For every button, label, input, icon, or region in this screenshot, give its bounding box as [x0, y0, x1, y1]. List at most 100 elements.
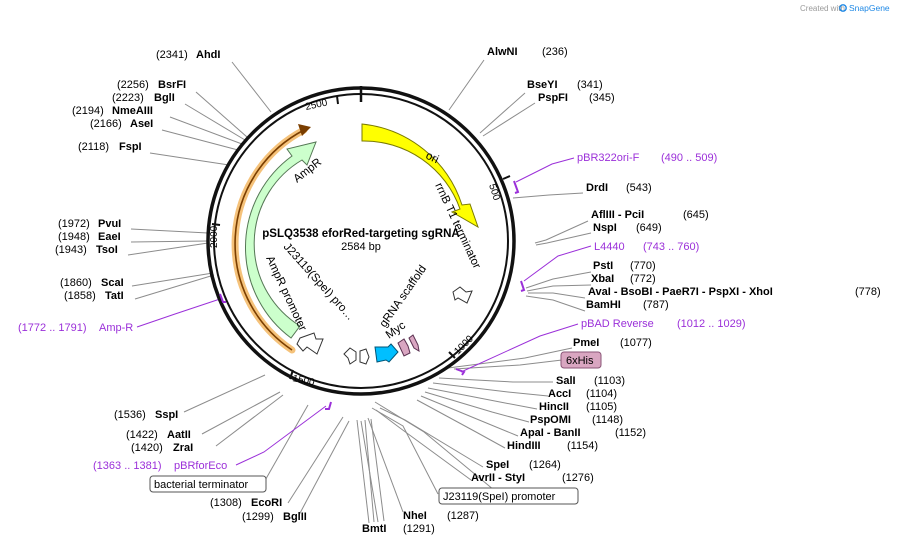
primer-name-l4440[interactable]: L4440: [594, 241, 625, 253]
ampr-outer-arrowhead: [298, 124, 311, 136]
site-position: (2341): [156, 49, 188, 61]
ampr-outer-arrow: [234, 129, 305, 351]
site-position: (1420): [131, 442, 163, 454]
site-name-nhei[interactable]: NheI: [403, 510, 427, 522]
site-name-bamhi[interactable]: BamHI: [586, 299, 621, 311]
tick-label-2500: 2500: [304, 97, 328, 112]
site-position: (1103): [594, 375, 625, 387]
site-name-bseyi[interactable]: BseYI: [527, 79, 558, 91]
primer-name-amp-r[interactable]: Amp-R: [99, 322, 133, 334]
plasmid-length: 2584 bp: [341, 241, 381, 253]
site-position: (1105): [586, 401, 617, 413]
site-position: (1948): [58, 231, 90, 243]
his-tag-arrow-a[interactable]: [397, 338, 411, 357]
site-position: (645): [683, 209, 709, 221]
site-name-ecori[interactable]: EcoRI: [251, 497, 282, 509]
site-position: (2166): [90, 118, 122, 130]
boxed-feature-labels: 6xHis bacterial terminator J23119(SpeI) …: [149, 351, 602, 505]
site-name-spei[interactable]: SpeI: [486, 459, 509, 471]
site-name-avai-group[interactable]: AvaI - BsoBI - PaeR7I - PspXI - XhoI: [588, 286, 773, 298]
ori-label: ori: [424, 150, 441, 166]
site-position: (1104): [586, 388, 617, 400]
site-name-sali[interactable]: SalI: [556, 375, 576, 387]
site-position: (1287): [447, 510, 479, 522]
sixhis-label[interactable]: 6xHis: [566, 355, 594, 367]
site-position: (2223): [112, 92, 144, 104]
site-position: (649): [636, 222, 662, 234]
site-name-aatii[interactable]: AatII: [167, 429, 191, 441]
primer-name-pbr322ori-f[interactable]: pBR322ori-F: [577, 152, 640, 164]
site-name-pspomi[interactable]: PspOMI: [530, 414, 571, 426]
site-name-scai[interactable]: ScaI: [101, 277, 124, 289]
site-name-acci[interactable]: AccI: [548, 388, 571, 400]
site-name-nspi[interactable]: NspI: [593, 222, 617, 234]
primer-name-pbad-reverse[interactable]: pBAD Reverse: [581, 318, 654, 330]
rrnb-terminator-arrow[interactable]: [452, 286, 473, 304]
site-position: (2256): [117, 79, 149, 91]
site-name-psti[interactable]: PstI: [593, 260, 613, 272]
site-name-zrai[interactable]: ZraI: [173, 442, 193, 454]
primer-leader-lines: [136, 157, 592, 466]
primer-binding-marks: [219, 180, 526, 410]
site-position: (1299): [242, 511, 274, 523]
site-position: (787): [643, 299, 669, 311]
site-name-tsoi[interactable]: TsoI: [96, 244, 118, 256]
site-leader-lines: [127, 59, 592, 524]
ori-feature-arrow[interactable]: [361, 123, 479, 229]
site-name-bsrfi[interactable]: BsrFI: [158, 79, 186, 91]
primer-range: (1012 .. 1029): [677, 318, 746, 330]
ampr-feature-arrow[interactable]: [244, 141, 317, 339]
primer-name-pbrforeco[interactable]: pBRforEco: [174, 460, 227, 472]
primer-labels: pBR322ori-F (490 .. 509) L4440 (743 .. 7…: [18, 152, 746, 472]
site-name-bmti[interactable]: BmtI: [362, 523, 386, 535]
site-name-nmeaiii[interactable]: NmeAIII: [112, 105, 153, 117]
his-tag-arrow-b[interactable]: [408, 334, 420, 352]
site-name-pspfi[interactable]: PspFI: [538, 92, 568, 104]
site-position: (772): [630, 273, 656, 285]
site-name-bgli[interactable]: BglI: [154, 92, 175, 104]
site-position: (341): [577, 79, 603, 91]
site-name-ahdi[interactable]: AhdI: [196, 49, 220, 61]
site-name-avrii-styi[interactable]: AvrII - StyI: [471, 472, 525, 484]
site-position: (1276): [562, 472, 594, 484]
site-position: (1422): [126, 429, 158, 441]
site-position: (1152): [615, 427, 646, 439]
site-position: (236): [542, 46, 568, 58]
site-name-bglii[interactable]: BglII: [283, 511, 307, 523]
site-position: (1972): [58, 218, 90, 230]
site-name-hindiii[interactable]: HindIII: [507, 440, 541, 452]
myc-tag-arrow[interactable]: [374, 343, 399, 363]
j23119-promoter-label[interactable]: J23119(SpeI) promoter: [443, 491, 556, 503]
site-position: (1308): [210, 497, 242, 509]
site-name-alwni[interactable]: AlwNI: [487, 46, 518, 58]
site-position: (1291): [403, 523, 435, 535]
site-name-tati[interactable]: TatI: [105, 290, 124, 302]
site-position: (543): [626, 182, 652, 194]
site-position: (1860): [60, 277, 92, 289]
site-name-pmei[interactable]: PmeI: [573, 337, 599, 349]
site-position: (1264): [529, 459, 561, 471]
snapgene-logo-icon: [839, 4, 847, 12]
site-name-eaei[interactable]: EaeI: [98, 231, 121, 243]
site-name-fspi[interactable]: FspI: [119, 141, 142, 153]
site-position: (1154): [567, 440, 598, 452]
site-name-apai-banii[interactable]: ApaI - BanII: [520, 427, 581, 439]
primer-range: (490 .. 509): [661, 152, 717, 164]
site-name-pvui[interactable]: PvuI: [98, 218, 121, 230]
site-position: (770): [630, 260, 656, 272]
site-name-hincii[interactable]: HincII: [539, 401, 569, 413]
site-name-xbai[interactable]: XbaI: [591, 273, 614, 285]
ampr-promoter-arrow[interactable]: [296, 332, 324, 355]
site-name-afliii-pcii[interactable]: AflIII - PciI: [591, 209, 644, 221]
bacterial-terminator-label[interactable]: bacterial terminator: [154, 479, 248, 491]
site-name-drdi[interactable]: DrdI: [586, 182, 608, 194]
site-name-sspi[interactable]: SspI: [155, 409, 178, 421]
restriction-site-labels: (2341) AhdI AlwNI (236) BseYI (341) PspF…: [55, 46, 881, 535]
site-name-asei[interactable]: AseI: [130, 118, 153, 130]
site-position: (778): [855, 286, 881, 298]
j23119-promoter-arrow-a[interactable]: [343, 347, 357, 365]
site-position: (345): [589, 92, 615, 104]
j23119-promoter-arrow-b[interactable]: [359, 348, 370, 365]
site-position: (1943): [55, 244, 87, 256]
